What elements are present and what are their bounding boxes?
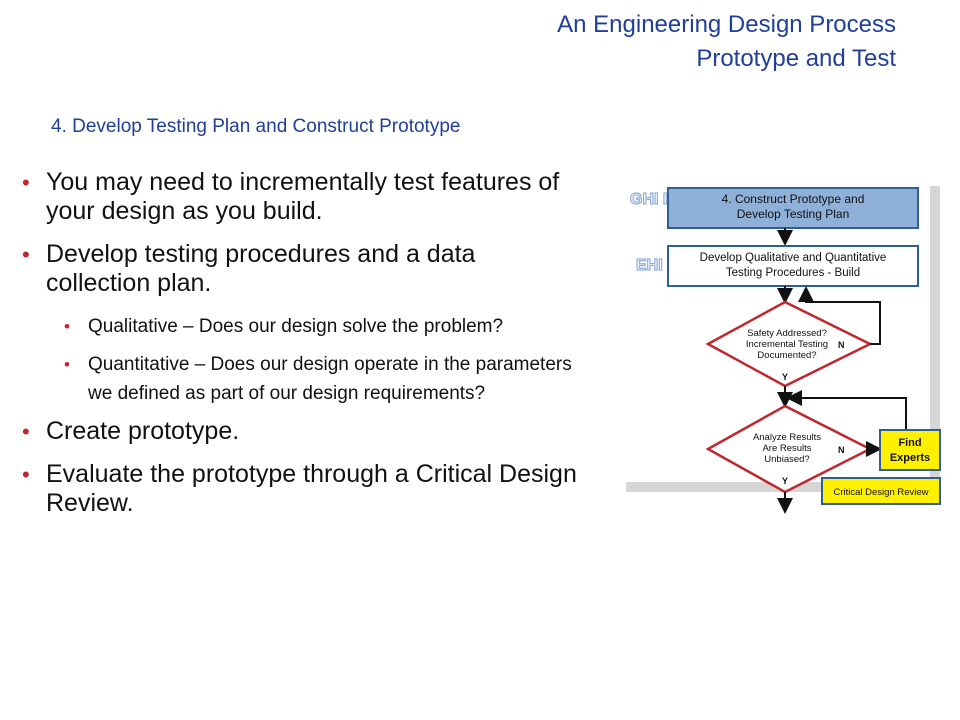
step-testing-box <box>667 245 919 287</box>
bullet-text: Develop testing procedures and a data co… <box>46 240 476 297</box>
decision-safety-line-1: Safety Addressed? <box>747 328 827 339</box>
find-experts-line-2: Experts <box>890 452 930 464</box>
critical-design-review-box <box>821 477 941 505</box>
decision-safety-line-2: Incremental Testing <box>746 339 828 350</box>
step-construct-line-2: Develop Testing Plan <box>737 207 850 221</box>
sub-bullet-item: • Qualitative – Does our design solve the… <box>64 312 582 341</box>
bullet-item: • You may need to incrementally test feat… <box>22 168 582 226</box>
loop-arrow <box>798 286 881 345</box>
bullet-text: Qualitative – Does our design solve the … <box>88 316 504 337</box>
decision-results-line-3: Unbiased? <box>764 454 809 465</box>
bullet-item: • Develop testing procedures and a data c… <box>22 240 582 298</box>
decision-safety-no-label: N <box>838 340 845 350</box>
bullet-item: • Evaluate the prototype through a Critic… <box>22 460 582 518</box>
title-line-1: An Engineering Design Process <box>557 11 896 38</box>
bullet-dot-icon: • <box>64 355 70 374</box>
step-construct-line-1: 4. Construct Prototype and <box>722 192 865 206</box>
bullet-item: • Create prototype. <box>22 417 582 446</box>
find-experts-line-1: Find <box>898 437 921 449</box>
bullet-text: Evaluate the prototype through a Critica… <box>46 460 577 517</box>
decision-results-line-2: Are Results <box>762 443 811 454</box>
bullet-text: Quantitative – Does our design operate i… <box>88 354 572 404</box>
sub-bullet-item: • Quantitative – Does our design operate … <box>64 350 582 408</box>
bullet-dot-icon: • <box>22 170 30 195</box>
design-process-flowchart: GHI E EHI 4. Construct Prototype and Dev… <box>622 178 944 516</box>
bullet-text: Create prototype. <box>46 417 240 445</box>
slide-subtitle: 4. Develop Testing Plan and Construct Pr… <box>51 116 461 137</box>
bullet-dot-icon: • <box>22 462 30 487</box>
find-experts-box <box>879 429 941 471</box>
loop-arrow <box>786 390 907 432</box>
bullet-text: You may need to incrementally test featu… <box>46 168 560 225</box>
bullet-dot-icon: • <box>64 317 70 336</box>
decision-safety-yes-label: Y <box>782 372 788 382</box>
phase-tag-ehi: EHI <box>636 257 663 274</box>
decision-safety-line-3: Documented? <box>757 350 816 361</box>
decision-results-line-1: Analyze Results <box>753 432 821 443</box>
decision-results-yes-label: Y <box>782 476 788 486</box>
step-construct-box <box>667 187 919 229</box>
bullet-dot-icon: • <box>22 242 30 267</box>
frame-right <box>930 186 940 492</box>
critical-design-review-text: Critical Design Review <box>833 487 928 498</box>
step-testing-line-1: Develop Qualitative and Quantitative <box>700 252 887 264</box>
step-testing-line-2: Testing Procedures - Build <box>726 267 860 279</box>
slide-title: An Engineering Design Process Prototype … <box>557 8 896 76</box>
bullet-dot-icon: • <box>22 419 30 444</box>
phase-tag-ghie: GHI E <box>630 191 674 208</box>
title-line-2: Prototype and Test <box>696 45 896 72</box>
bullet-list: • You may need to incrementally test feat… <box>22 168 582 532</box>
decision-results-no-label: N <box>838 445 845 455</box>
